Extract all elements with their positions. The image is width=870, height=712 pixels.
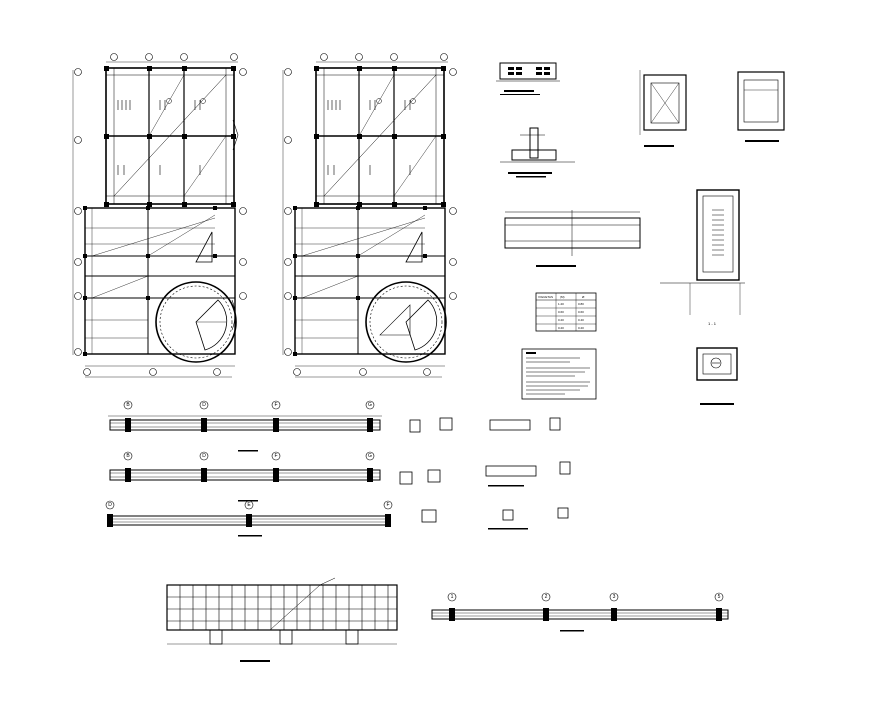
table-header-2: (M) [560,295,565,299]
table-cell: 0.80 [578,302,584,306]
beam-elevation-4: 1 2 3 5 [431,592,729,632]
table-cell: 0.60 [578,310,584,314]
axis-label: B [126,402,130,408]
axis-label: F [274,453,277,459]
long-beam-section [504,210,641,267]
table-header-3: Ø [582,295,585,299]
table-cell: 1.20 [558,302,564,306]
axis-label: F [386,502,389,508]
plan2-axis-bubbles [284,53,457,376]
axis-label: G [368,453,372,459]
manhole-detail [696,347,738,405]
table-cell: 0.20 [558,318,564,322]
beam-elevation-3: D E F [105,500,393,537]
table-cell: 0.20 [578,326,584,330]
slab-panel-detail [737,71,785,142]
axis-label: F [274,402,277,408]
axis-label: D [108,502,112,508]
table-cell: 0.20 [558,326,564,330]
notes-box [521,348,597,400]
axis-label: G [368,402,372,408]
axis-label: 3 [613,594,616,600]
beam-elevation-2: B D F G [109,451,381,502]
table-cell: 0.40 [578,318,584,322]
axis-label: B [126,453,130,459]
table-header-1: VIGUETAS [538,295,553,299]
axis-label: 1 [451,594,454,600]
column-section-details [399,417,571,530]
beam-elevation-1: B D F G [108,400,382,452]
water-tank-section: 1 - 1 [660,189,745,326]
table-cell: 0.60 [558,310,564,314]
axis-label: D [202,402,206,408]
axis-label: D [202,453,206,459]
axis-label: 2 [545,594,548,600]
table-detail: VIGUETAS (M) Ø 1.20 0.80 0.60 0.60 0.20 … [535,292,597,332]
beam-detail-top [496,62,560,95]
grid-slab-elevation [166,577,398,662]
section-label-a: 1 - 1 [708,321,717,326]
plan1-axis-bubbles [74,53,247,376]
footing-detail [500,127,575,178]
axis-label: 5 [718,594,721,600]
stair-plan-detail [639,70,687,147]
floor-plan-1 [72,53,247,378]
floor-plan-2 [282,53,457,378]
axis-label: E [247,502,251,508]
